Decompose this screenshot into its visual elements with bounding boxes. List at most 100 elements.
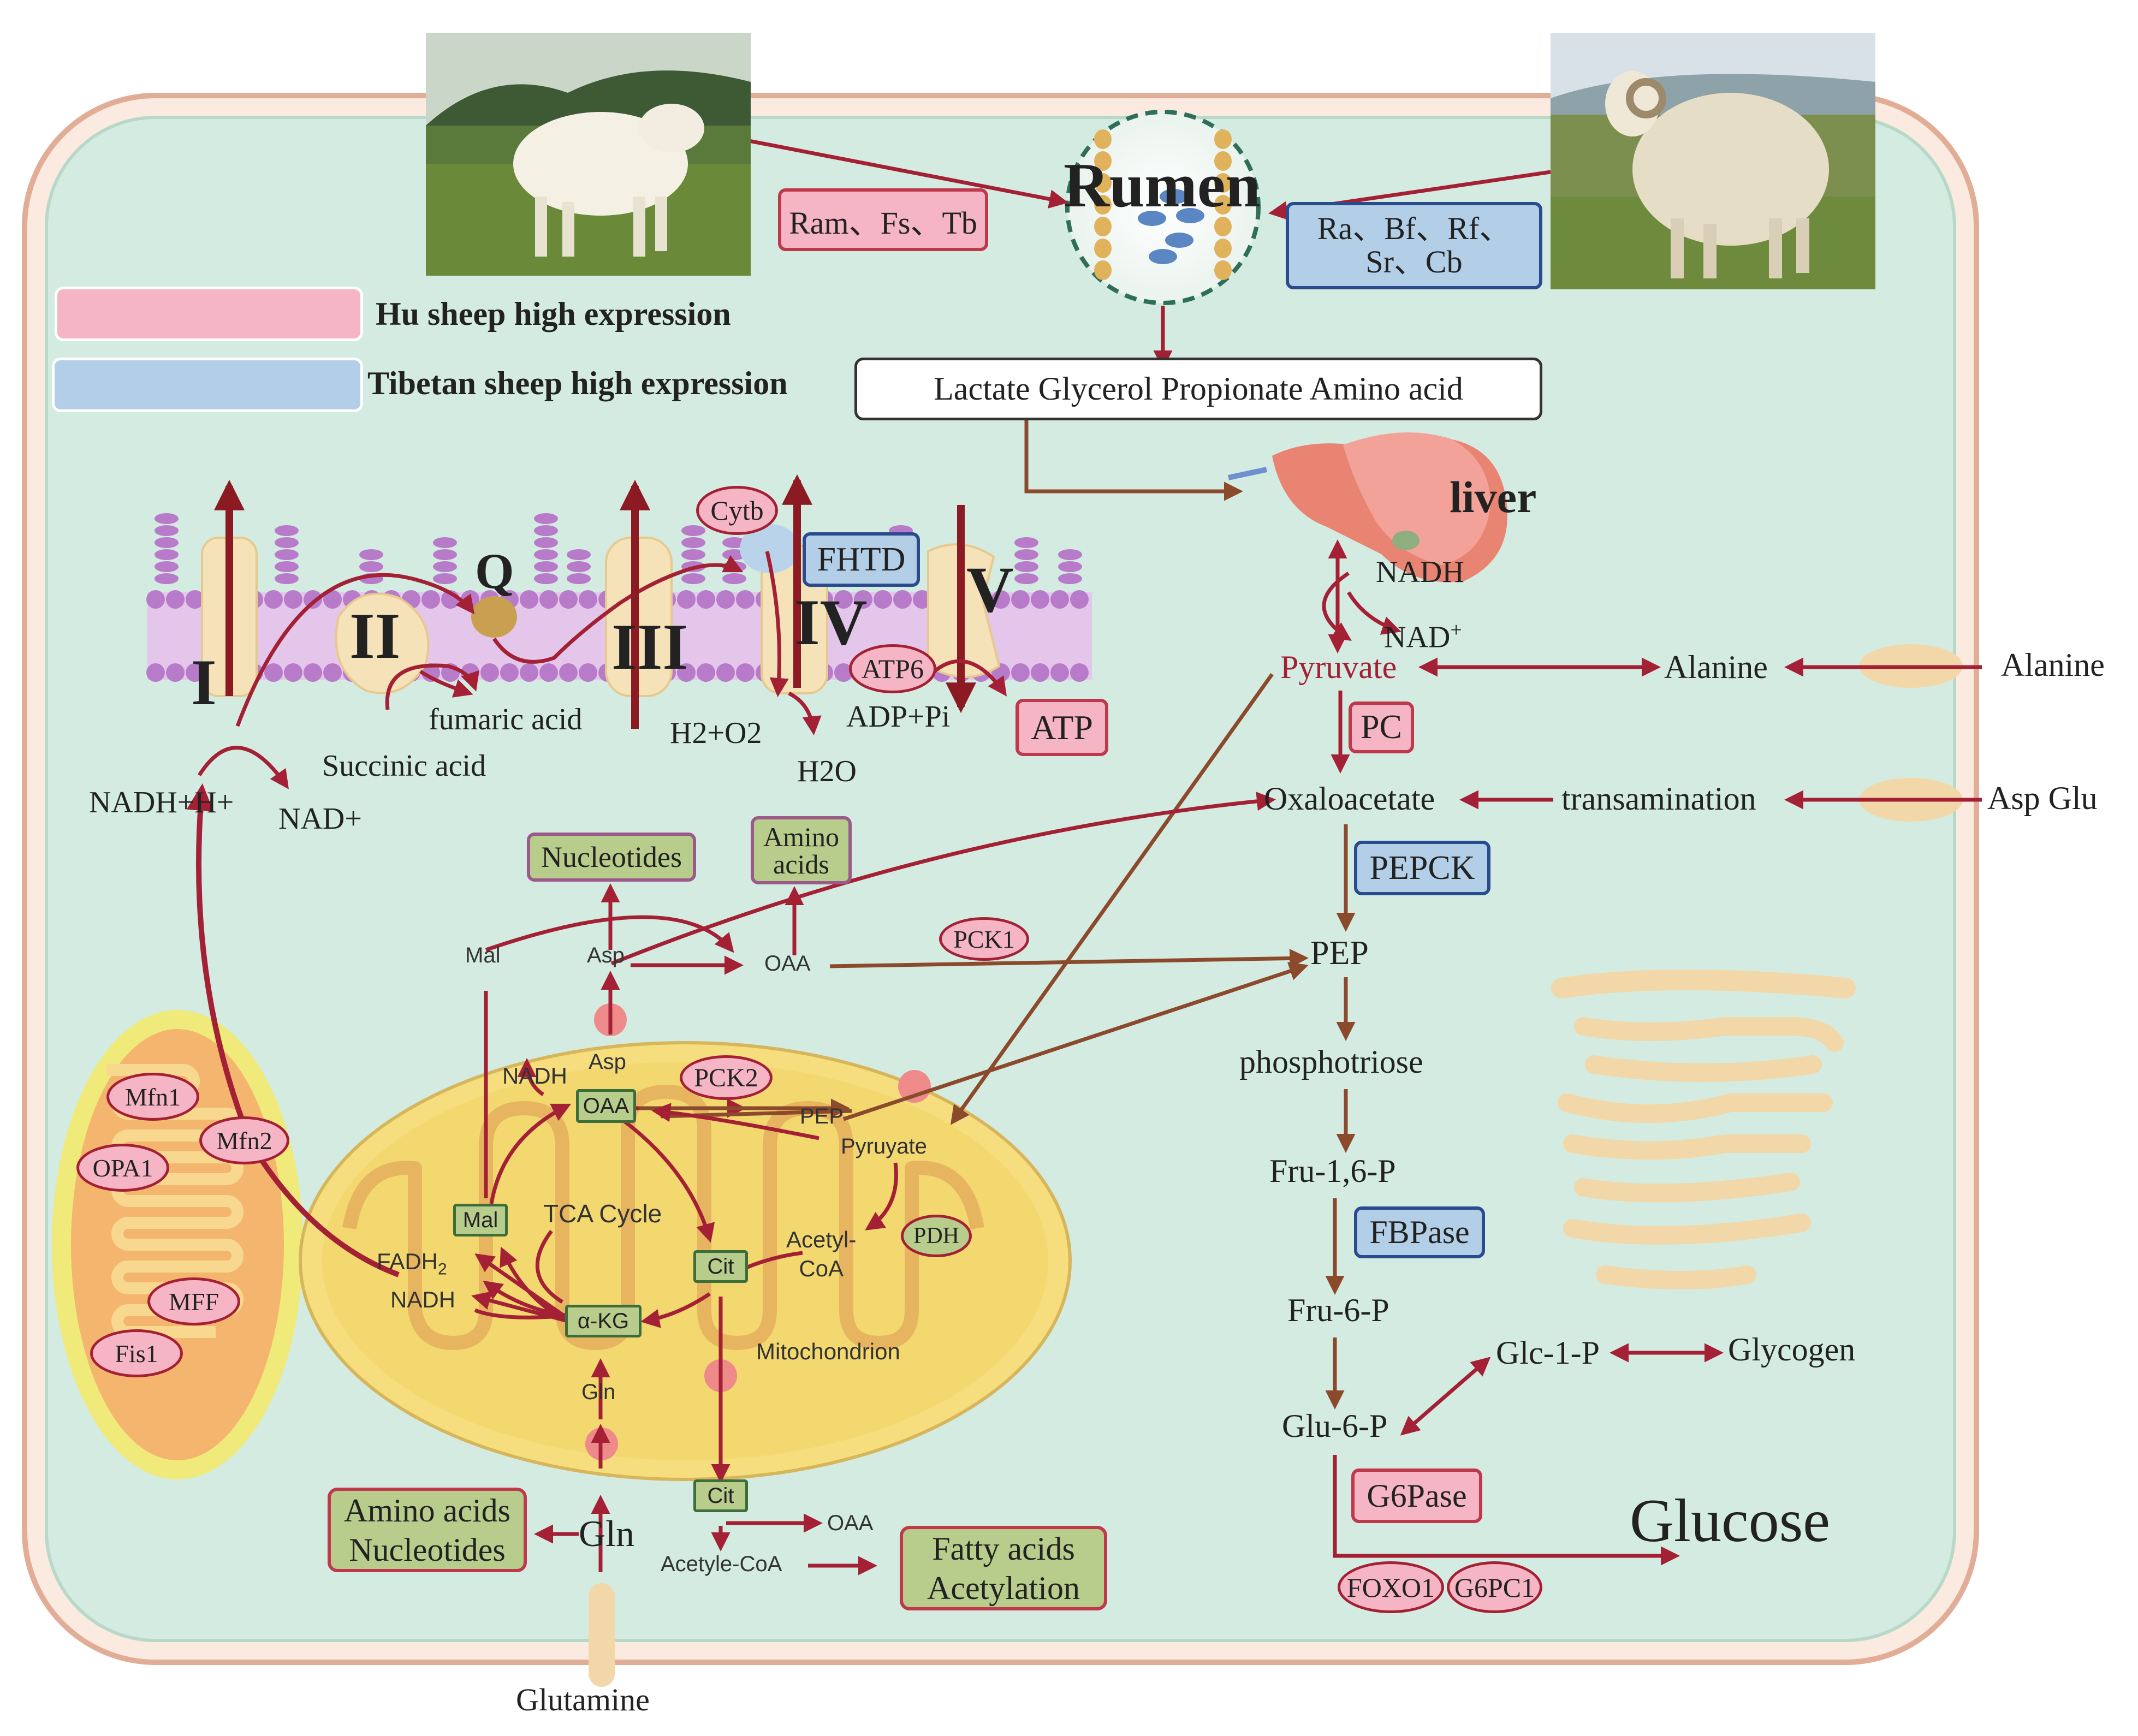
membrane-protein-stack bbox=[155, 573, 179, 584]
membrane-lipid-head bbox=[1070, 663, 1089, 682]
membrane-lipid-head bbox=[1011, 663, 1030, 682]
fatty-acids-box: Fatty acids Acetylation bbox=[900, 1526, 1107, 1610]
fadh-sub: 2 bbox=[438, 1260, 447, 1279]
atp6-text: ATP6 bbox=[862, 653, 924, 684]
membrane-lipid-head bbox=[1070, 590, 1089, 609]
acetyl-coa-line1: Acetyl- bbox=[786, 1227, 857, 1252]
mal-box: Mal bbox=[453, 1204, 508, 1236]
pepck-box: PEPCK bbox=[1354, 841, 1490, 895]
membrane-lipid-head bbox=[677, 590, 696, 609]
membrane-protein-stack bbox=[275, 525, 299, 536]
fis1-text: Fis1 bbox=[115, 1339, 158, 1368]
membrane-protein-stack bbox=[567, 549, 591, 560]
oxaloacetate-label: Oxaloacetate bbox=[1264, 781, 1435, 817]
legend-tibetan-swatch bbox=[52, 358, 363, 412]
rumen-bacterium bbox=[1160, 189, 1188, 204]
pck1-oval: PCK1 bbox=[939, 917, 1029, 961]
liver-shape bbox=[1227, 432, 1507, 582]
membrane-protein-stack bbox=[534, 561, 558, 572]
hu-sheep-photo bbox=[426, 33, 751, 276]
membrane-lipid-head bbox=[166, 590, 185, 609]
liver-nadh-label: NADH bbox=[1376, 555, 1464, 589]
membrane-protein-stack bbox=[567, 573, 591, 584]
membrane-lipid-head bbox=[1011, 590, 1030, 609]
legend-hu-label: Hu sheep high expression bbox=[376, 296, 731, 332]
membrane-lipid-head bbox=[893, 590, 912, 609]
membrane-lipid-head bbox=[1050, 590, 1069, 609]
fis1-oval: Fis1 bbox=[90, 1329, 183, 1377]
fbpase-text: FBPase bbox=[1369, 1214, 1470, 1250]
asp-top-label: Asp bbox=[587, 943, 625, 967]
alanine-label: Alanine bbox=[1664, 649, 1768, 685]
acetyl-coa-out-label: Acetyle-CoA bbox=[661, 1552, 782, 1576]
rumen-bacterium bbox=[1165, 233, 1193, 248]
membrane-lipid-head bbox=[323, 590, 342, 609]
membrane-lipid-head bbox=[559, 663, 578, 682]
pepck-text: PEPCK bbox=[1369, 849, 1475, 887]
rumen-villus bbox=[1214, 151, 1232, 171]
akg-text: α-KG bbox=[577, 1309, 629, 1333]
rumen-products-box: Lactate Glycerol Propionate Amino acid bbox=[854, 358, 1542, 420]
cell-cytoplasm bbox=[45, 116, 1956, 1642]
membrane-lipid-head bbox=[539, 663, 558, 682]
pc-box: PC bbox=[1349, 701, 1414, 753]
gln-label: Gln bbox=[579, 1513, 634, 1554]
fbpase-box: FBPase bbox=[1354, 1206, 1485, 1258]
fhtd-text: FHTD bbox=[817, 540, 906, 578]
membrane-protein-stack bbox=[534, 537, 558, 548]
g6pc1-text: G6PC1 bbox=[1454, 1572, 1535, 1603]
membrane-lipid-head bbox=[304, 663, 322, 682]
tca-cycle-label: TCA Cycle bbox=[543, 1199, 662, 1228]
pdh-text: PDH bbox=[913, 1223, 960, 1249]
asp-glu-label: Asp Glu bbox=[1987, 780, 2098, 816]
rumen-villus bbox=[1094, 217, 1112, 236]
fatty-acids-line2: Acetylation bbox=[927, 1569, 1080, 1606]
nadh-left-label: NADH bbox=[390, 1287, 456, 1312]
membrane-lipid-head bbox=[186, 590, 204, 609]
rumen-villus bbox=[1214, 173, 1232, 193]
membrane-protein-stack bbox=[534, 513, 558, 524]
rumen-villus bbox=[1214, 239, 1232, 258]
rumen-villus bbox=[1214, 195, 1232, 215]
fhtd-box: FHTD bbox=[803, 532, 920, 587]
membrane-protein-stack bbox=[534, 525, 558, 536]
complex-i-label: I bbox=[191, 646, 217, 718]
oaa-out-label: OAA bbox=[827, 1511, 874, 1535]
membrane-protein-stack bbox=[534, 573, 558, 584]
golgi bbox=[1551, 970, 1856, 1289]
nadh-in-label: NADH bbox=[502, 1063, 568, 1089]
acetyl-coa-label: Acetyl- CoA bbox=[786, 1226, 856, 1283]
glucose-label: Glucose bbox=[1630, 1487, 1831, 1555]
legend-hu-swatch bbox=[55, 287, 363, 341]
glutamine-label: Glutamine bbox=[516, 1682, 650, 1717]
mfn2-oval: Mfn2 bbox=[199, 1116, 289, 1164]
membrane-protein-stack bbox=[1014, 549, 1038, 560]
succinic-acid-label: Succinic acid bbox=[322, 749, 486, 783]
membrane-lipid-head bbox=[520, 590, 538, 609]
membrane-lipid-head bbox=[146, 663, 165, 682]
pep-label: PEP bbox=[1310, 935, 1369, 972]
membrane-lipid-head bbox=[284, 590, 302, 609]
rumen-villus bbox=[1094, 239, 1112, 258]
membrane-lipid-head bbox=[480, 663, 499, 682]
membrane-lipid-head bbox=[854, 590, 872, 609]
membrane-lipid-head bbox=[520, 663, 538, 682]
h2o-label: H2O bbox=[797, 754, 857, 788]
membrane-lipid-head bbox=[304, 590, 322, 609]
membrane-lipid-head bbox=[697, 590, 715, 609]
opa1-oval: OPA1 bbox=[76, 1144, 169, 1192]
cytb-text: Cytb bbox=[710, 495, 764, 526]
membrane-lipid-head bbox=[874, 590, 892, 609]
acetyl-coa-line2: CoA bbox=[799, 1255, 844, 1281]
pck2-oval: PCK2 bbox=[680, 1055, 773, 1100]
asp-in-label: Asp bbox=[589, 1050, 626, 1074]
rumen-villus bbox=[1214, 260, 1232, 280]
membrane-protein-stack bbox=[155, 525, 179, 536]
nadh-h-label: NADH+H+ bbox=[89, 786, 234, 819]
membrane-protein-stack bbox=[1014, 537, 1038, 548]
pck2-text: PCK2 bbox=[694, 1063, 758, 1092]
phosphotriose-label: phosphotriose bbox=[1239, 1044, 1423, 1080]
membrane-protein-stack bbox=[275, 561, 299, 572]
rumen-villus bbox=[1214, 217, 1232, 236]
